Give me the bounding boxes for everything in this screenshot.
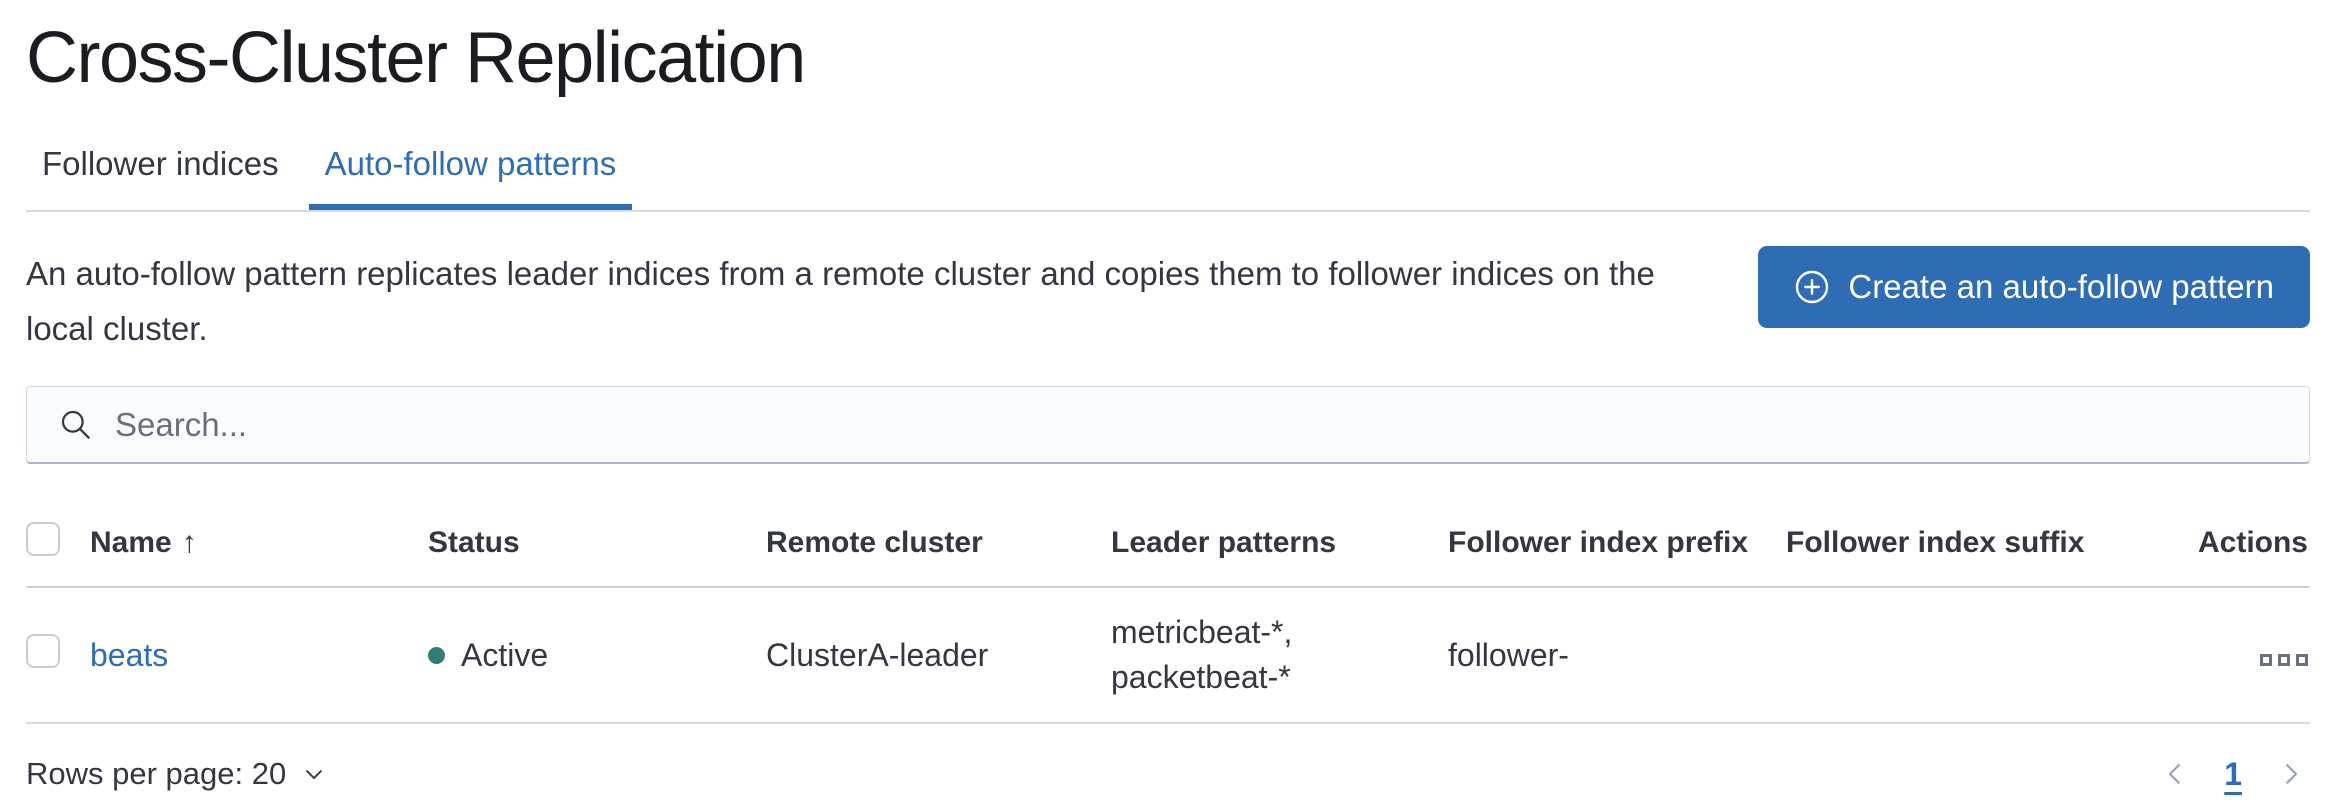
boxes-horizontal-icon[interactable] <box>2260 653 2308 666</box>
create-auto-follow-pattern-button[interactable]: Create an auto-follow pattern <box>1758 246 2310 328</box>
search-bar <box>26 386 2310 464</box>
previous-page-button[interactable] <box>2160 759 2190 789</box>
row-checkbox[interactable] <box>26 634 60 668</box>
table-row-beats: beats Active ClusterA-leader metricbeat-… <box>26 587 2310 724</box>
column-header-follower-index-suffix: Follower index suffix <box>1786 516 2124 588</box>
leader-patterns-cell: metricbeat-*, packetbeat-* <box>1111 614 1293 695</box>
rows-per-page-label: Rows per page: 20 <box>26 756 287 791</box>
tab-bar: Follower indices Auto-follow patterns <box>26 144 2310 212</box>
plus-in-circle-icon <box>1794 269 1830 305</box>
auto-follow-patterns-table: Name↑ Status Remote cluster Leader patte… <box>26 516 2310 724</box>
rows-per-page-selector[interactable]: Rows per page: 20 <box>26 756 328 792</box>
page-number-1[interactable]: 1 <box>2224 755 2242 792</box>
status-active-dot-icon <box>428 646 445 664</box>
next-page-button[interactable] <box>2276 759 2306 789</box>
tab-follower-indices[interactable]: Follower indices <box>26 144 295 210</box>
table-header-row: Name↑ Status Remote cluster Leader patte… <box>26 516 2310 588</box>
cross-cluster-replication-page: Cross-Cluster Replication Follower indic… <box>0 14 2336 800</box>
pagination: 1 <box>2160 756 2310 793</box>
search-input[interactable] <box>115 387 2309 462</box>
chevron-left-icon <box>2169 764 2181 784</box>
column-header-follower-index-prefix: Follower index prefix <box>1448 516 1786 588</box>
description-row: An auto-follow pattern replicates leader… <box>26 246 2310 356</box>
chevron-down-icon <box>306 770 323 780</box>
chevron-right-icon <box>2286 764 2298 784</box>
pattern-name-link[interactable]: beats <box>90 636 169 673</box>
column-header-actions: Actions <box>2124 516 2310 588</box>
auto-follow-description: An auto-follow pattern replicates leader… <box>26 255 1655 347</box>
remote-cluster-cell: ClusterA-leader <box>766 587 1111 724</box>
follower-index-prefix-cell: follower- <box>1448 587 1786 724</box>
create-button-label: Create an auto-follow pattern <box>1848 268 2274 305</box>
column-header-leader-patterns: Leader patterns <box>1111 516 1448 588</box>
page-title: Cross-Cluster Replication <box>26 18 806 98</box>
follower-index-suffix-cell <box>1786 587 2124 724</box>
sort-ascending-icon: ↑ <box>181 526 197 559</box>
tab-auto-follow-patterns[interactable]: Auto-follow patterns <box>309 144 633 210</box>
column-header-name[interactable]: Name↑ <box>90 516 428 588</box>
select-all-checkbox[interactable] <box>26 522 60 556</box>
status-label: Active <box>461 636 549 673</box>
column-header-status: Status <box>428 516 766 588</box>
column-header-remote-cluster: Remote cluster <box>766 516 1111 588</box>
search-icon <box>61 410 90 439</box>
table-footer: Rows per page: 20 1 <box>26 738 2310 800</box>
